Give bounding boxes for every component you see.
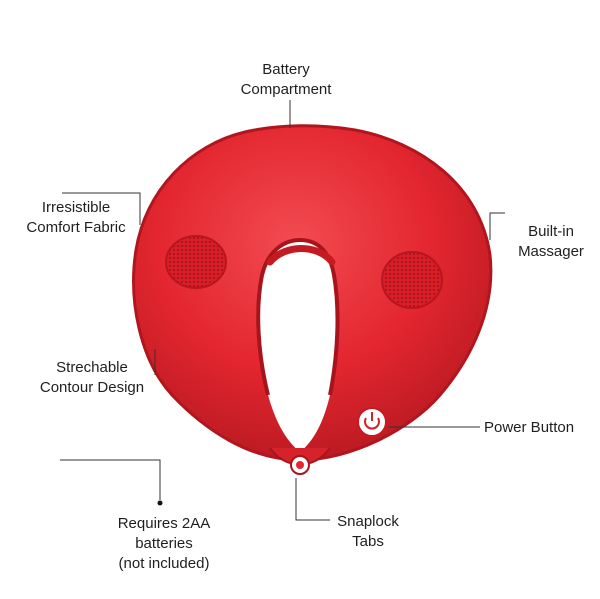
snap-button-icon xyxy=(290,455,310,475)
label-comfort-fabric: Irresistible Comfort Fabric xyxy=(26,199,126,236)
left-massager-grille-icon xyxy=(165,235,227,289)
label-battery-compartment: Battery Compartment xyxy=(240,61,332,98)
right-massager-grille-icon xyxy=(381,251,443,309)
label-contour-design: Strechable Contour Design xyxy=(39,359,145,396)
label-batteries: Requires 2AA batteries (not included) xyxy=(117,515,211,572)
leader-lines xyxy=(60,100,505,521)
neck-opening xyxy=(258,240,338,452)
label-built-in-massager: Built-in Massager xyxy=(518,223,584,260)
leader-dot xyxy=(157,500,163,506)
label-snaplock-tabs: Snaplock Tabs xyxy=(337,513,399,550)
label-power-button: Power Button xyxy=(484,419,575,436)
power-icon xyxy=(357,407,387,437)
